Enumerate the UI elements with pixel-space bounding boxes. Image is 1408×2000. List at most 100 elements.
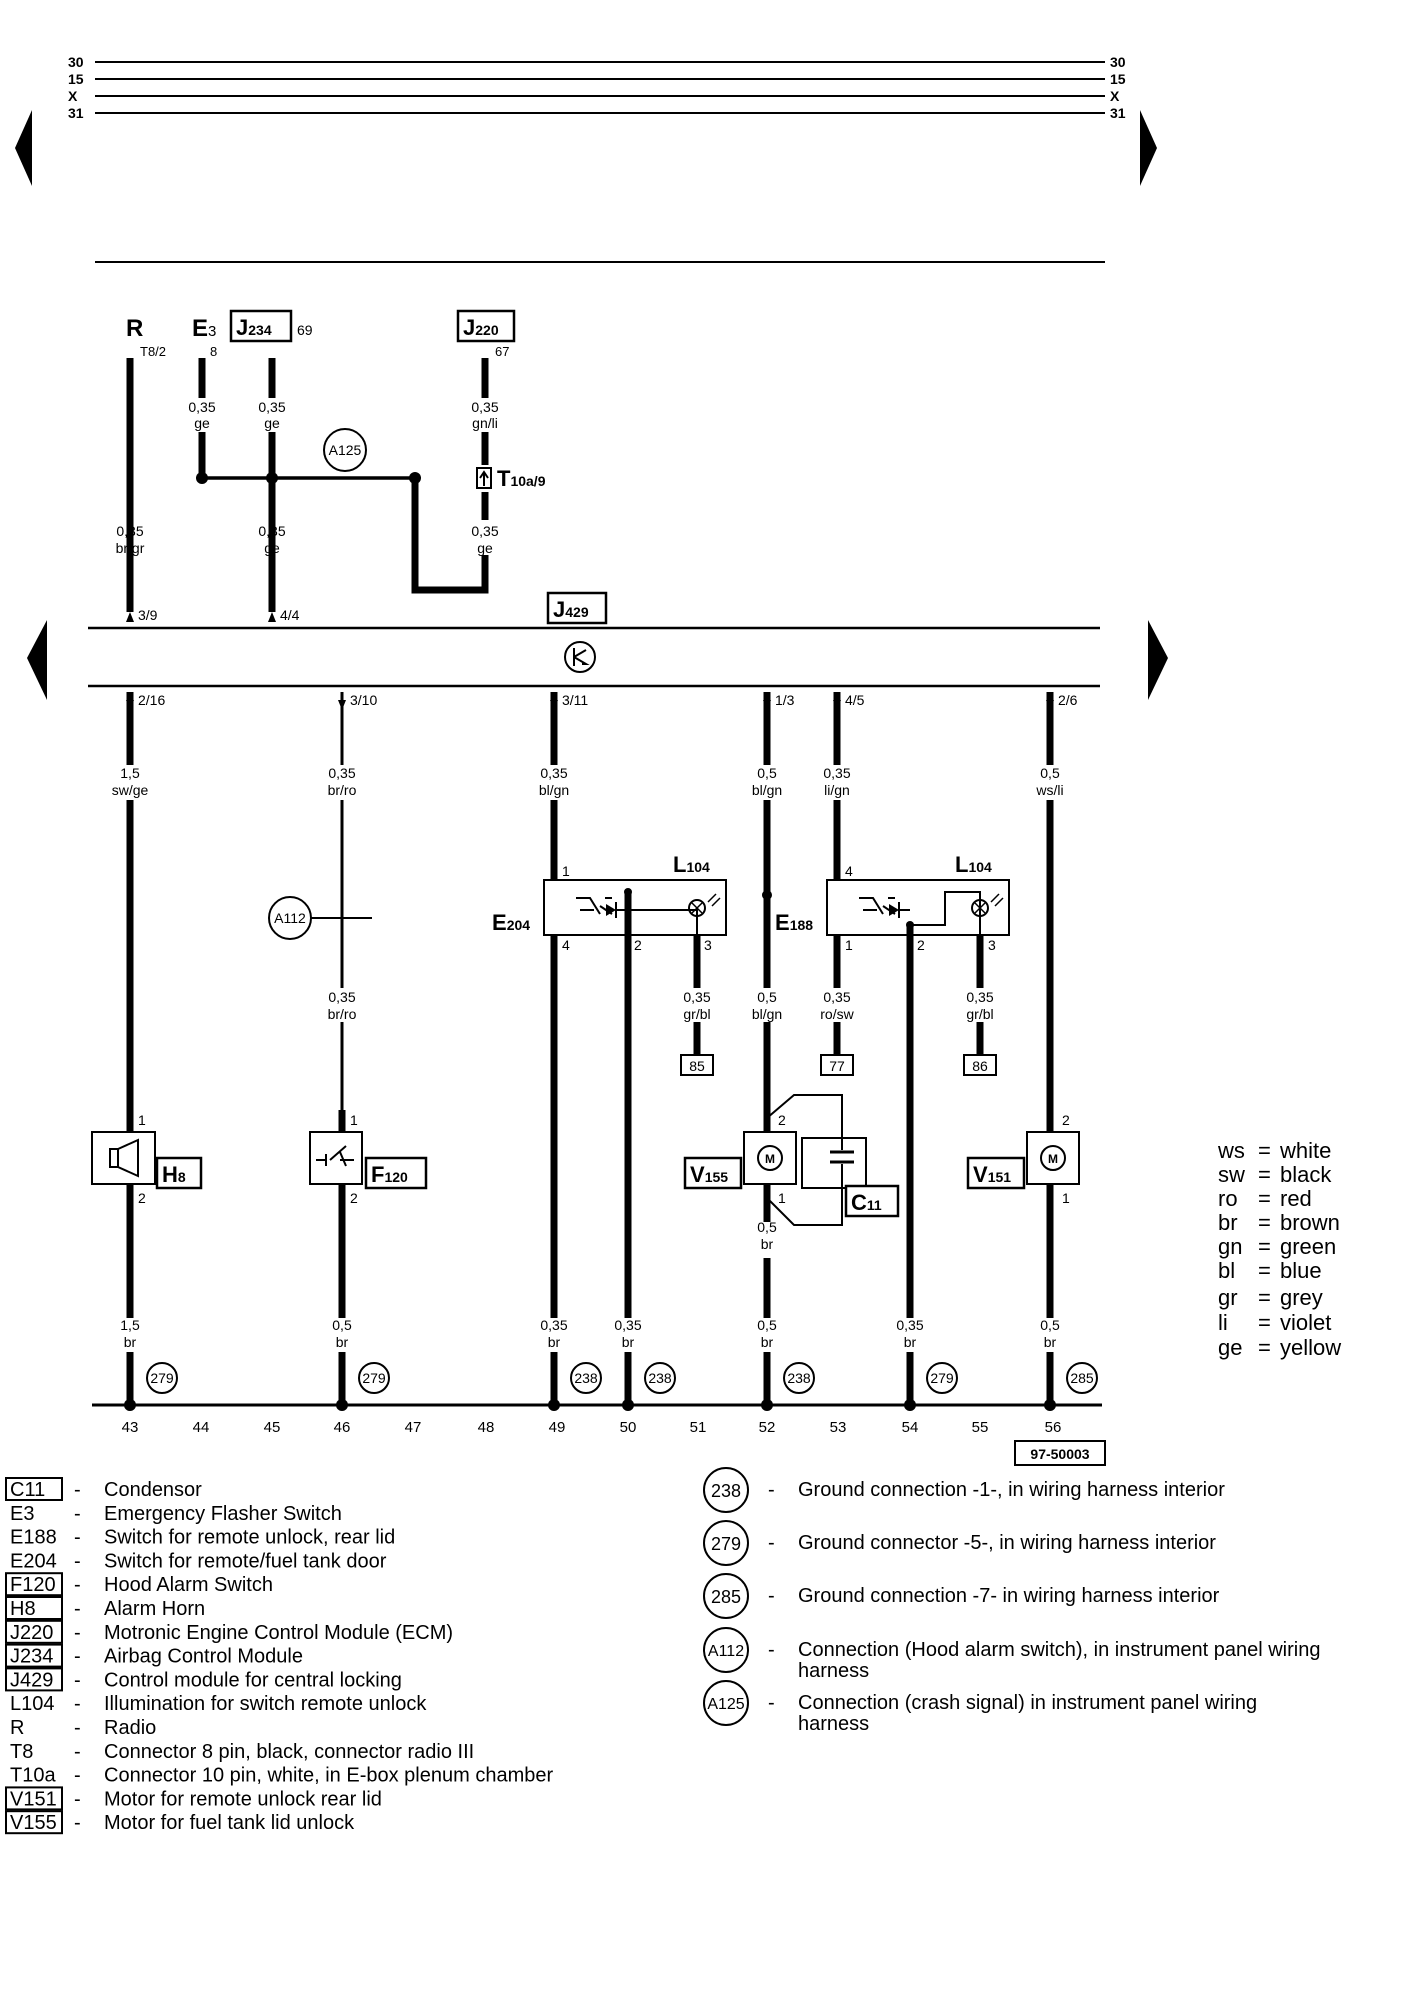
l104-label: L104 — [955, 852, 992, 877]
e204-label: E204 — [492, 910, 530, 935]
legend-dash: - — [74, 1574, 81, 1596]
legend-code-box — [5, 1786, 63, 1811]
t10a-label: T10a/9 — [497, 466, 546, 491]
h8-label: H8 — [162, 1162, 186, 1187]
motor-icon — [1040, 1145, 1066, 1171]
color-code: ro — [1218, 1186, 1238, 1211]
color-code: sw — [1218, 1162, 1245, 1187]
c11-label: C11 — [851, 1190, 882, 1215]
wire-color: gr/bl — [966, 1006, 993, 1022]
legend-code: H8 — [10, 1598, 36, 1620]
pin-label: 1 — [350, 1112, 358, 1128]
wire-size: 0,35 — [614, 1317, 641, 1333]
mid-wire-labels: 0,35 br/ro 0,35 gr/bl 0,5 bl/gn 0,35 ro/… — [328, 989, 994, 1252]
legend-code: J234 — [10, 1646, 53, 1668]
rail-labels: 30 15 X 31 30 15 X 31 — [68, 54, 1126, 121]
switch-icon — [316, 1145, 354, 1167]
ground-279: 279 — [930, 1370, 954, 1386]
page-prev-arrow-icon[interactable] — [15, 110, 32, 186]
ground-285: 285 — [1070, 1370, 1094, 1386]
legend-description: Radio — [104, 1717, 156, 1739]
ground-legend-code: A125 — [707, 1696, 744, 1713]
module-output-wiring — [126, 692, 1054, 1110]
page-next-arrow-icon[interactable] — [1140, 110, 1157, 186]
ref-box-86: 86 — [972, 1058, 988, 1074]
ground-legend-code: A112 — [708, 1643, 744, 1660]
pin-label: 2 — [1062, 1112, 1070, 1128]
j220-pin: 67 — [495, 344, 509, 359]
legend-code-box — [5, 1667, 63, 1692]
wire-size: 0,35 — [823, 989, 850, 1005]
legend-code: J429 — [10, 1669, 53, 1691]
track-number: 53 — [830, 1419, 847, 1436]
wire-color: br — [904, 1334, 917, 1350]
color-equals: = — [1258, 1285, 1271, 1310]
legend-dash: - — [74, 1788, 81, 1810]
legend-description: Control module for central locking — [104, 1669, 402, 1691]
upper-wire-labels: 1,5 sw/ge 0,35 br/ro 0,35 bl/gn 0,5 bl/g… — [112, 765, 1064, 798]
ground-279: 279 — [362, 1370, 386, 1386]
ref-boxes: 85 77 86 — [680, 1054, 997, 1076]
wire-color: br — [622, 1334, 635, 1350]
horn-icon — [109, 1148, 119, 1168]
motor-icon — [757, 1145, 783, 1171]
ground-legend-desc: Connection (Hood alarm switch), in instr… — [798, 1639, 1320, 1682]
legend-code: V155 — [10, 1812, 57, 1834]
wire-color: li/gn — [824, 782, 850, 798]
wire-size: 0,5 — [757, 989, 777, 1005]
color-name: black — [1280, 1162, 1332, 1187]
wire-size: 0,5 — [1040, 765, 1060, 781]
f120-hood-alarm-switch: F120 1 2 — [309, 1112, 428, 1206]
ground-238: 238 — [648, 1370, 672, 1386]
legend-code-box — [5, 1619, 63, 1644]
color-equals: = — [1258, 1162, 1271, 1187]
wire-size: 0,35 — [258, 399, 285, 415]
legend-dash: - — [74, 1550, 81, 1572]
legend-code: T10a — [10, 1765, 56, 1787]
rail-label-left-x: X — [68, 88, 78, 104]
wire-color: br/ro — [328, 782, 357, 798]
module-output-pins: 2/16 3/10 3/11 1/3 4/5 2/6 — [126, 692, 1078, 710]
legend-description: Connector 10 pin, white, in E-box plenum… — [104, 1765, 553, 1787]
legend-dash: - — [74, 1503, 81, 1525]
legend-description: Emergency Flasher Switch — [104, 1503, 342, 1525]
legend-code: E204 — [10, 1550, 57, 1572]
color-equals: = — [1258, 1258, 1271, 1283]
wire-size: 0,35 — [471, 399, 498, 415]
wire-color: gr/bl — [683, 1006, 710, 1022]
ground-legend-desc: Ground connector -5-, in wiring harness … — [798, 1532, 1216, 1554]
wire-color: br/gr — [116, 540, 145, 556]
wire-color: br — [548, 1334, 561, 1350]
ground-markers: 279 279 238 238 238 279 285 — [146, 1362, 1098, 1394]
legend-dash: - — [74, 1479, 81, 1501]
legend-description: Airbag Control Module — [104, 1646, 303, 1668]
junction-dot — [266, 472, 278, 484]
page-left-arrow-icon[interactable] — [27, 620, 47, 700]
ref-box-wiring — [693, 1022, 984, 1055]
wire-size: 0,35 — [540, 765, 567, 781]
legend-dash: - — [768, 1479, 775, 1501]
wire-color: bl/gn — [539, 782, 569, 798]
wire-color: ge — [194, 415, 210, 431]
color-code: ws — [1217, 1138, 1245, 1163]
track-numbers: 43 44 45 46 47 48 49 50 51 52 53 54 55 5… — [122, 1419, 1062, 1436]
wire-size: 0,5 — [757, 1219, 777, 1235]
legend-dash: - — [74, 1646, 81, 1668]
page-right-arrow-icon[interactable] — [1148, 620, 1168, 700]
e3-pin: 8 — [210, 344, 217, 359]
rail-label-left-31: 31 — [68, 105, 84, 121]
legend-description: Illumination for switch remote unlock — [104, 1693, 427, 1715]
l104-label: L104 — [673, 852, 710, 877]
wire-color: bl/gn — [752, 1006, 782, 1022]
legend-description: Alarm Horn — [104, 1598, 205, 1620]
ref-box-85: 85 — [689, 1058, 705, 1074]
color-code: br — [1218, 1210, 1238, 1235]
bottom-wire-labels: 1,5 br 0,5 br 0,35 br 0,35 br 0,5 br 0,3… — [110, 1317, 1070, 1352]
wire-color: br — [124, 1334, 137, 1350]
pin-label: 3/10 — [350, 692, 377, 708]
rail-label-right-x: X — [1110, 88, 1120, 104]
pin-label: 1 — [845, 937, 853, 953]
wire-color: br/ro — [328, 1006, 357, 1022]
ref-box-77: 77 — [829, 1058, 845, 1074]
legend-dash: - — [74, 1669, 81, 1691]
